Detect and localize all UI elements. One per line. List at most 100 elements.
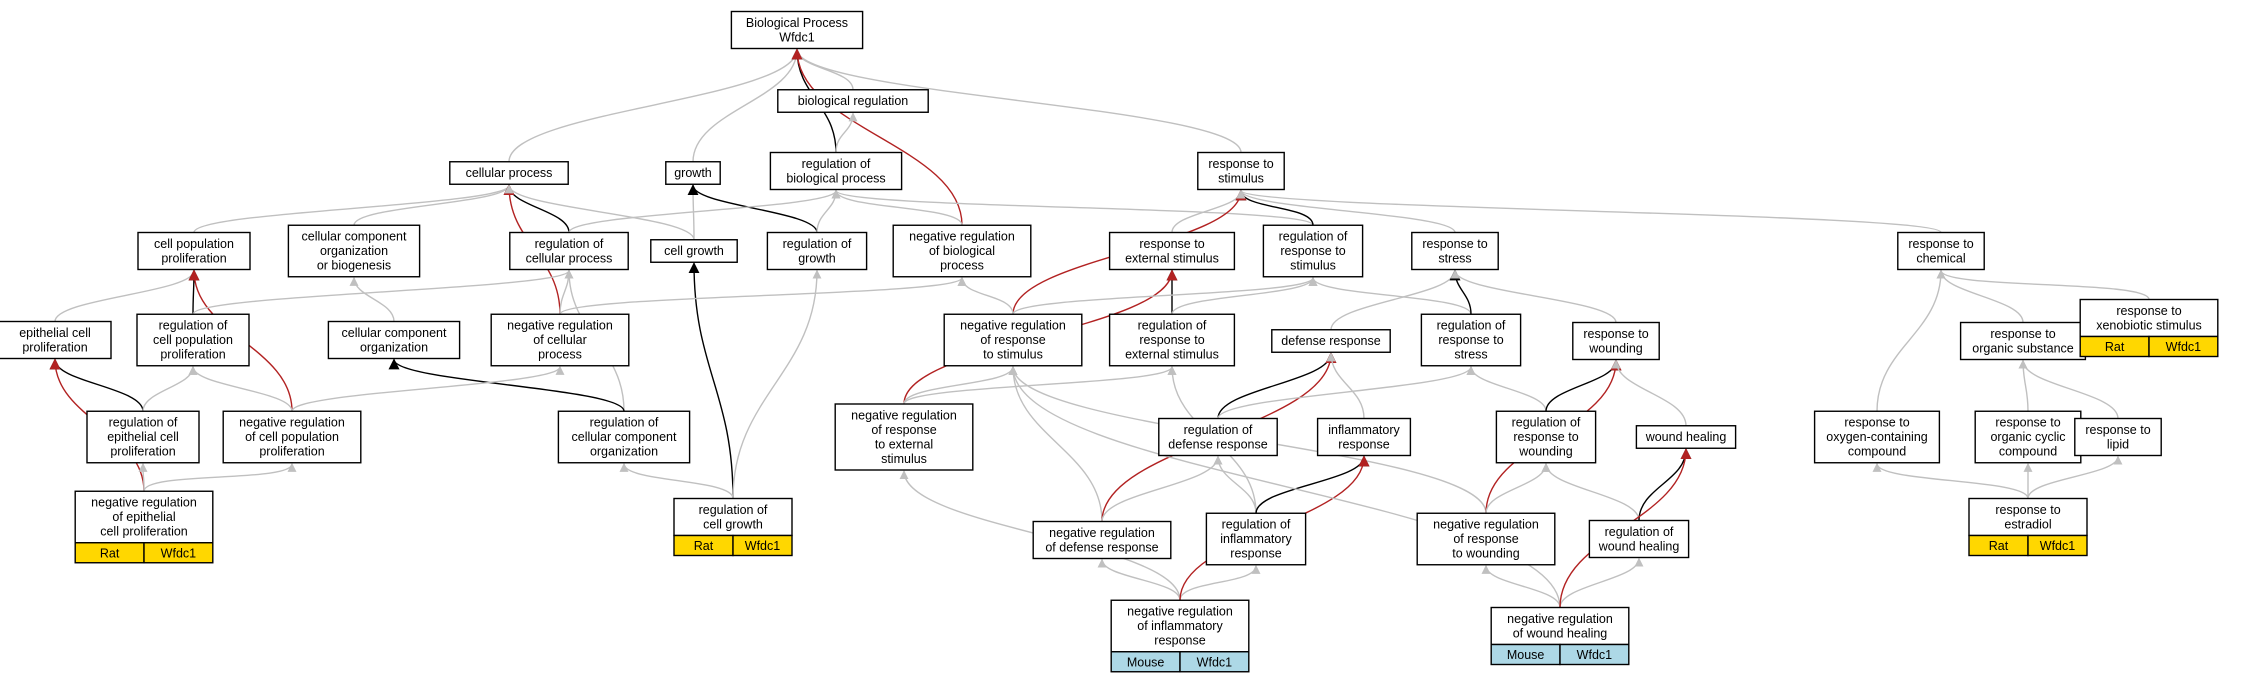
go-term-node-cellgrowth[interactable]: cell growth [650, 239, 738, 263]
go-term-label: regulation of [590, 416, 659, 430]
go-term-label: chemical [1916, 251, 1965, 265]
go-term-label: regulation of [1222, 518, 1291, 532]
go-term-label: response to [1908, 237, 1973, 251]
go-term-label: regulation of [109, 416, 178, 430]
go-term-box [2074, 417, 2162, 457]
go-term-node-cellproc[interactable]: cellular process [449, 161, 569, 185]
go-term-label: proliferation [259, 445, 324, 459]
go-term-node-bioreg[interactable]: biological regulation [777, 89, 929, 113]
edge-is-a [1213, 455, 1257, 514]
go-term-label: stimulus [881, 452, 927, 466]
go-term-label: stress [1438, 251, 1471, 265]
go-term-label: Biological Process [746, 16, 848, 30]
edge-is-a [1936, 269, 2150, 300]
edge-is-a [619, 462, 734, 499]
go-term-box [1572, 321, 1660, 361]
go-term-box [1490, 606, 1630, 646]
go-term-node-woundheal[interactable]: wound healing [1635, 425, 1737, 449]
go-term-label: cell growth [664, 244, 724, 258]
go-term-label: cell population [154, 237, 234, 251]
go-term-node-defresp[interactable]: defense response [1271, 329, 1391, 353]
go-term-label: compound [1999, 445, 2057, 459]
tag-species-label: Mouse [1507, 648, 1545, 662]
edge-is-a [692, 48, 802, 162]
edge-is-a [1171, 276, 1318, 315]
go-term-box [1897, 231, 1985, 271]
edge-is-a [1326, 352, 1365, 419]
go-term-label: regulation of [159, 319, 228, 333]
go-term-box [1495, 410, 1597, 464]
tag-species-label: Rat [2105, 340, 2125, 354]
edge-regulates [687, 184, 818, 233]
edge-regulates [49, 358, 144, 412]
go-term-label: defense response [1168, 437, 1267, 451]
edge-is-a [559, 276, 967, 315]
edge-is-a [1485, 462, 1551, 514]
go-term-box [1110, 599, 1250, 653]
edge-is-a [568, 189, 841, 233]
go-term-label: of response [980, 333, 1045, 347]
edge-is-a [792, 48, 1242, 153]
edge-is-a [193, 184, 514, 234]
tag-gene-label: Wfdc1 [2166, 340, 2201, 354]
edge-is-a [508, 48, 802, 162]
go-term-label: negative regulation [1433, 518, 1539, 532]
go-term-label: response [1338, 437, 1389, 451]
go-term-node-growth[interactable]: growth [665, 161, 721, 185]
edge-is-a [1876, 269, 1946, 412]
go-term-box [1262, 224, 1364, 278]
go-term-label: epithelial cell [107, 430, 179, 444]
go-term-box [1032, 520, 1172, 560]
edge-is-a [1466, 365, 1547, 412]
edge-is-a [1012, 276, 1318, 315]
go-term-box [1635, 425, 1737, 449]
go-term-box [943, 313, 1083, 367]
go-term-box [287, 224, 421, 278]
go-term-label: response to [1422, 237, 1487, 251]
go-term-label: response to [1583, 327, 1648, 341]
go-term-label: negative regulation [1127, 605, 1233, 619]
